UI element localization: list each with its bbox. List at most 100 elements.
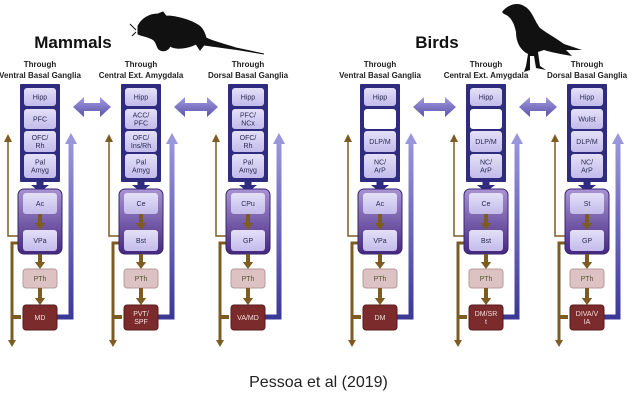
feedback-loop-line <box>57 142 74 320</box>
pallidal-region-label: Bst <box>136 238 146 245</box>
down-arrow-icon-head <box>242 223 254 230</box>
pth-label: PTh <box>480 276 493 283</box>
up-arrow-icon <box>344 134 352 142</box>
column-heading-line2: Ventral Basal Ganglia <box>339 71 421 80</box>
pallial-region-box <box>125 154 157 178</box>
pallial-region-box <box>364 88 396 106</box>
pallial-region-box <box>232 88 264 106</box>
striatal-region-box <box>570 193 604 214</box>
down-arrow-icon-head <box>581 262 593 269</box>
output-line <box>350 241 363 340</box>
down-arrow-icon <box>585 288 589 299</box>
crow-silhouette-icon <box>502 4 582 72</box>
pallial-region-box <box>24 154 56 178</box>
down-arrow-icon-head <box>34 223 46 230</box>
column-heading-line2: Dorsal Basal Ganglia <box>547 71 628 80</box>
up-arrow-icon <box>405 133 417 144</box>
striatal-region-label: Ce <box>482 201 491 208</box>
pallial-region-label: PFC <box>33 116 47 123</box>
down-arrow-icon-head <box>480 223 492 230</box>
striatal-region-box <box>23 193 57 214</box>
pallidal-region-label: GP <box>243 238 253 245</box>
down-arrow-icon <box>482 180 490 186</box>
up-arrow-icon <box>4 134 12 142</box>
up-arrow-icon <box>511 133 523 144</box>
down-arrow-icon-head <box>480 298 492 305</box>
thalamus-box <box>230 304 266 331</box>
column-heading-line1: Through <box>125 60 158 69</box>
down-arrow-icon <box>216 340 224 347</box>
striatal-region-label: St <box>584 201 591 208</box>
up-arrow-icon <box>166 133 178 144</box>
output-line <box>456 241 469 340</box>
pallial-region-box <box>470 154 502 178</box>
down-arrow-icon <box>139 254 143 263</box>
pallial-region-label: Hipp <box>33 94 48 101</box>
down-arrow-icon <box>348 340 356 347</box>
pallial-region-box <box>125 131 157 152</box>
thalamus-box <box>468 304 504 331</box>
striatal-region-box <box>469 193 503 214</box>
pth-label: PTh <box>242 276 255 283</box>
down-arrow-icon <box>484 214 488 224</box>
column-heading-line2: Central Ext. Amygdala <box>444 71 529 80</box>
down-arrow-icon <box>555 340 563 347</box>
down-arrow-icon-head <box>135 223 147 230</box>
up-arrow-icon <box>65 133 77 144</box>
feedback-loop-line <box>604 142 621 320</box>
pallial-region-box <box>470 88 502 106</box>
down-arrow-icon <box>109 340 117 347</box>
pallial-region-label: Hipp <box>134 94 149 101</box>
column-heading-line1: Through <box>364 60 397 69</box>
pallial-region-label: NC/ArP <box>374 159 386 174</box>
pallial-region-box <box>571 109 603 129</box>
down-arrow-icon-head <box>242 298 254 305</box>
down-arrow-icon <box>484 254 488 263</box>
pallial-region-label: PFC/NCx <box>240 112 256 127</box>
pallial-region-label: OFC/Rh <box>240 135 257 150</box>
pallidal-region-box <box>570 230 604 251</box>
column-heading-line1: Through <box>232 60 265 69</box>
pallial-region-box <box>364 154 396 178</box>
pallial-region-label: Hipp <box>241 94 256 101</box>
thalamus-label: DM <box>375 315 386 322</box>
output-line <box>10 241 23 340</box>
down-arrow-icon <box>36 180 44 186</box>
pth-label: PTh <box>135 276 148 283</box>
down-arrow-icon-head <box>242 262 254 269</box>
down-arrow-icon <box>246 288 250 299</box>
pallial-region-label: Hipp <box>580 94 595 101</box>
pallial-region-label: NC/ArP <box>581 159 593 174</box>
down-arrow-icon <box>378 254 382 263</box>
pallidal-region-box <box>469 230 503 251</box>
striatal-region-box <box>124 193 158 214</box>
thalamus-label: MD <box>35 315 46 322</box>
pth-label: PTh <box>581 276 594 283</box>
feedback-loop-line <box>503 142 520 320</box>
bidirectional-arrow-icon <box>413 97 456 117</box>
down-arrow-icon-head <box>34 262 46 269</box>
column-heading-line2: Central Ext. Amygdala <box>99 71 184 80</box>
pallial-region-box <box>364 131 396 152</box>
down-arrow-icon-head <box>374 223 386 230</box>
thalamus-box <box>22 304 58 331</box>
panel-title: Mammals <box>34 33 111 52</box>
striatal-region-label: Ac <box>36 201 45 208</box>
striatal-region-label: CPu <box>241 201 255 208</box>
column-heading-line2: Ventral Basal Ganglia <box>0 71 81 80</box>
down-arrow-icon-head <box>135 298 147 305</box>
down-arrow-icon <box>38 288 42 299</box>
pallial-region-box <box>364 109 396 129</box>
pallial-region-label: DLP/M <box>369 139 391 146</box>
column-heading-line1: Through <box>24 60 57 69</box>
pallial-region-label: DLP/M <box>576 139 598 146</box>
bidirectional-arrow-icon <box>174 97 218 117</box>
down-arrow-icon <box>585 214 589 224</box>
bidirectional-arrow-icon <box>73 97 111 117</box>
up-arrow-icon <box>450 134 458 142</box>
pallial-region-box <box>232 109 264 129</box>
pallidal-region-label: GP <box>582 238 592 245</box>
down-arrow-icon-head <box>135 262 147 269</box>
down-arrow-icon <box>585 254 589 263</box>
down-arrow-icon-head <box>581 223 593 230</box>
